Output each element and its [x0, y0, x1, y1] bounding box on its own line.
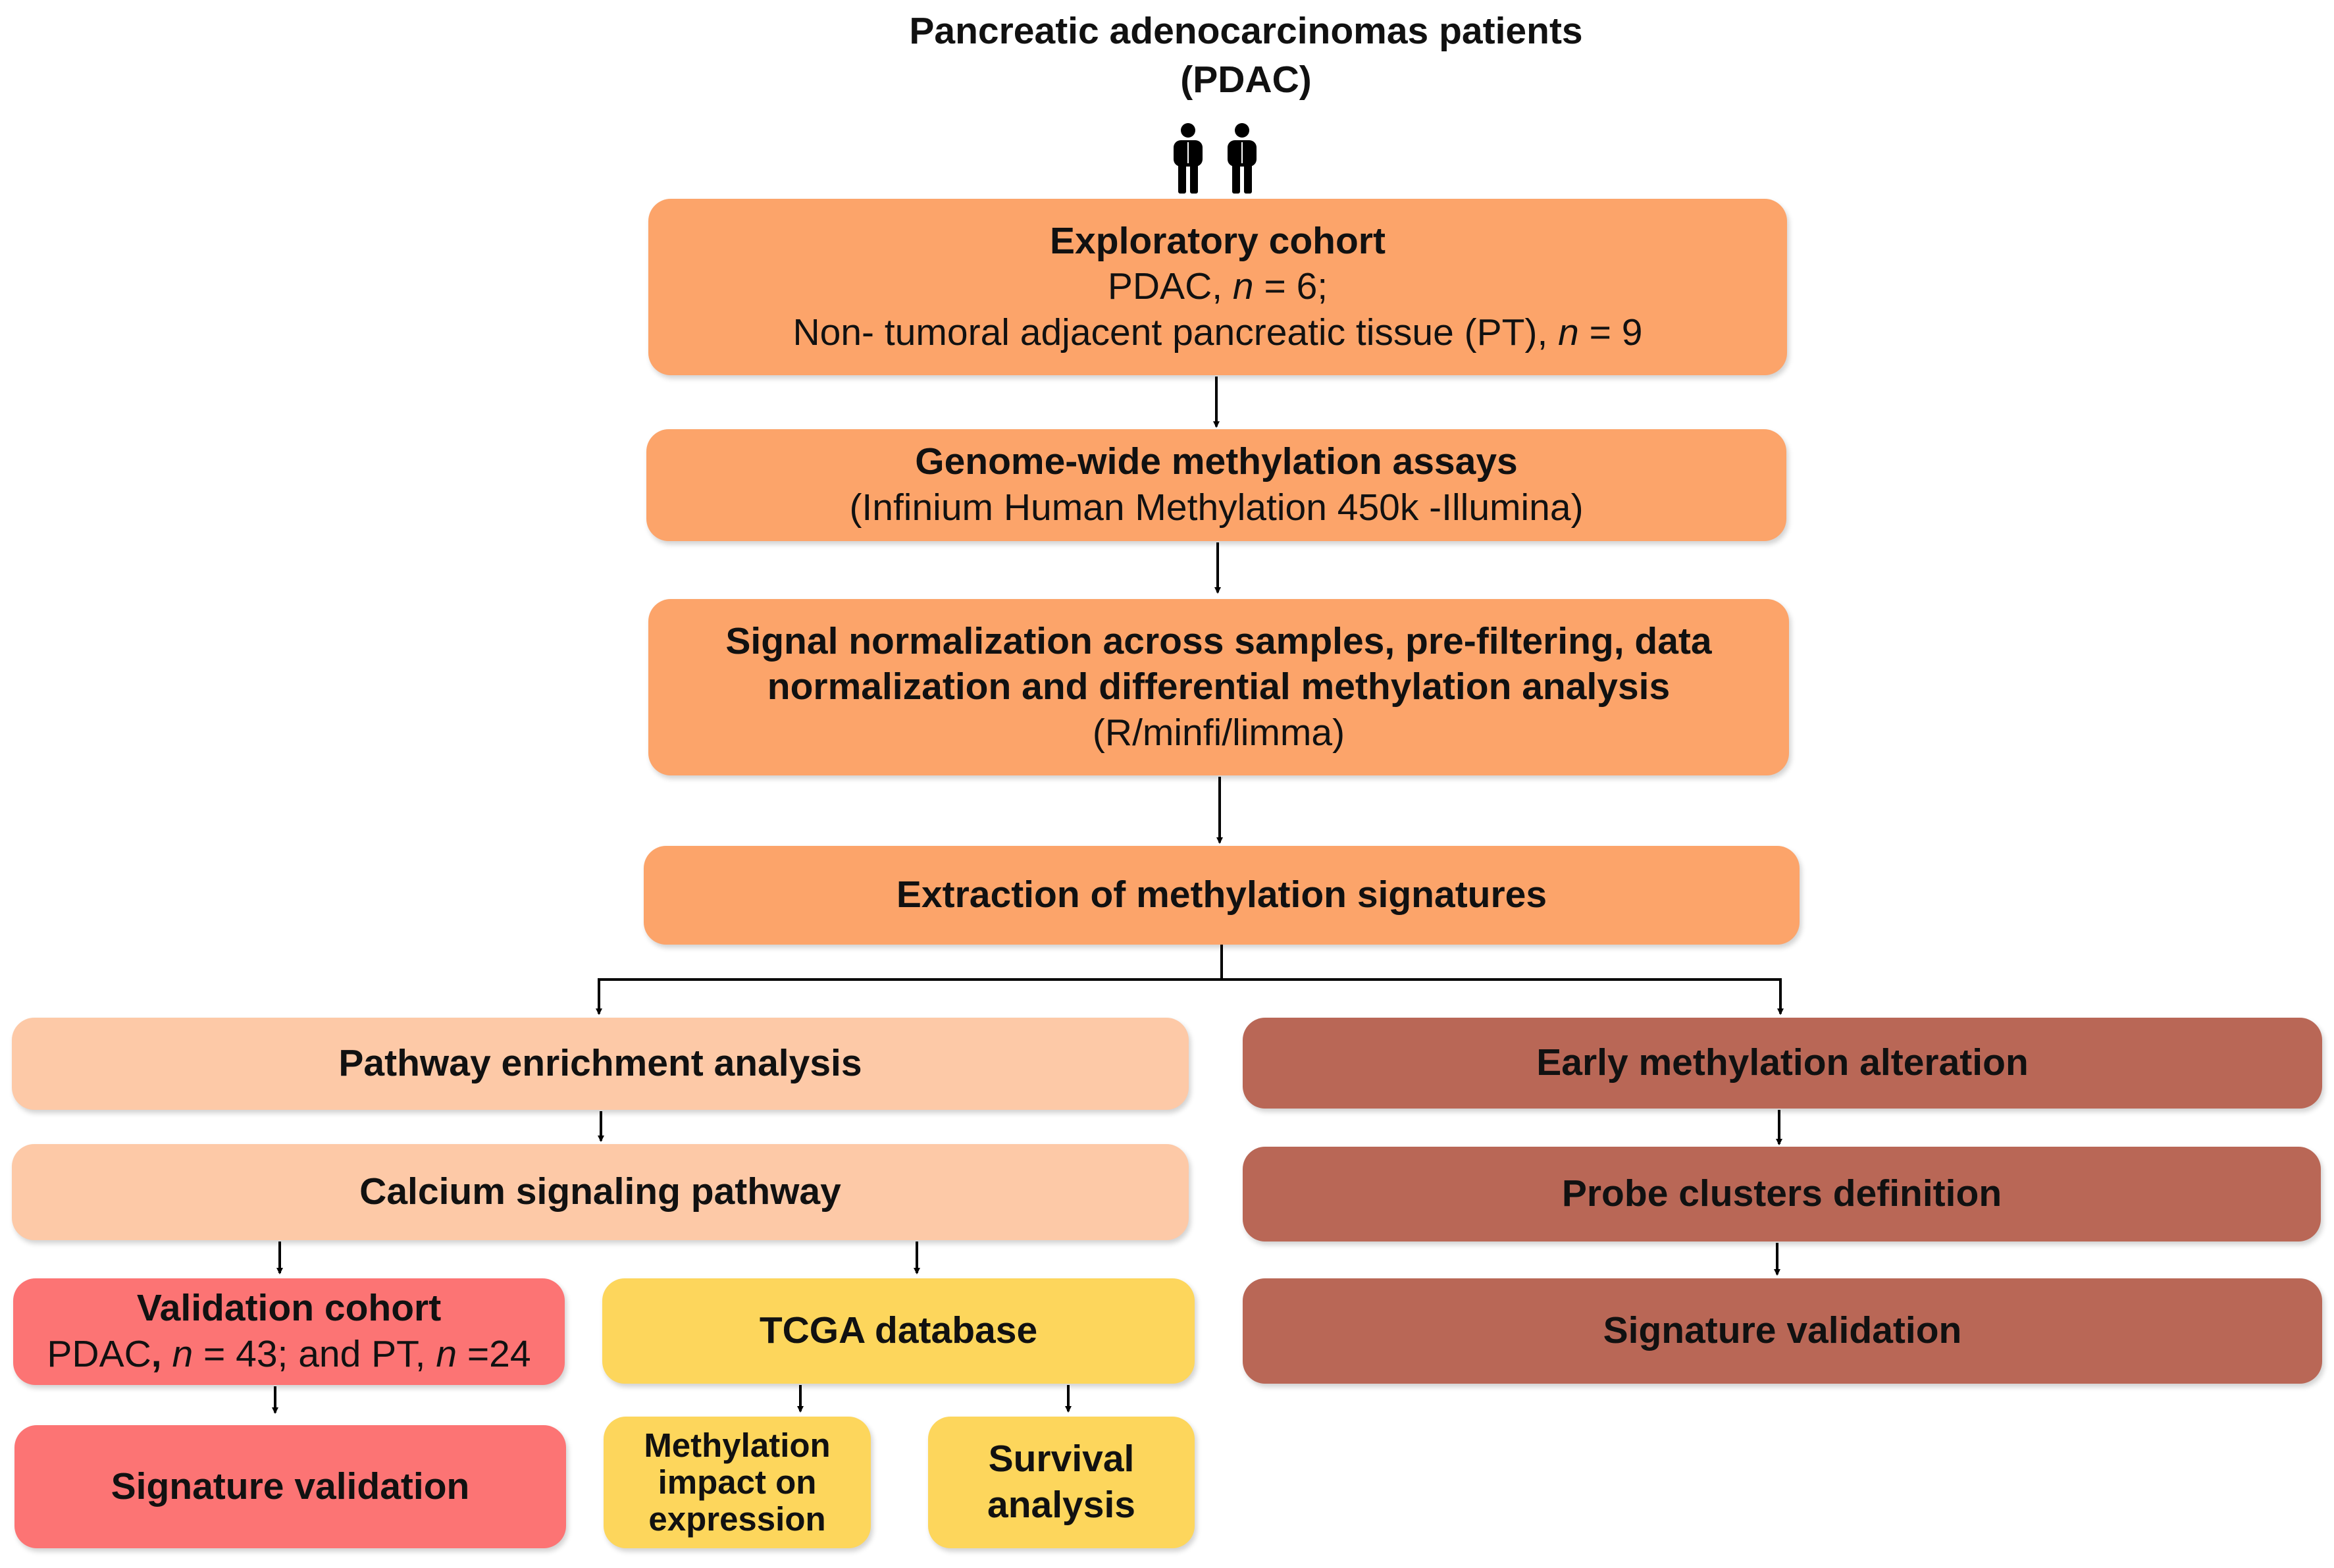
genome-wide-assays-title: Genome-wide methylation assays	[915, 440, 1518, 483]
person-icon	[1174, 123, 1203, 194]
signature-validation-right-title: Signature validation	[1603, 1309, 1962, 1352]
diagram-title-line2: (PDAC)	[1180, 59, 1312, 101]
genome-wide-assays-box: Genome-wide methylation assays (Infinium…	[646, 429, 1786, 541]
pathway-enrichment-title: Pathway enrichment analysis	[338, 1042, 862, 1085]
methylation-impact-box: Methylation impact on expression	[604, 1417, 871, 1548]
person-icon	[1228, 123, 1257, 194]
normalization-tools: (R/minfi/limma)	[1092, 711, 1345, 754]
exploratory-cohort-title: Exploratory cohort	[1050, 219, 1386, 262]
methylation-impact-line2: impact on	[658, 1463, 817, 1501]
exploratory-cohort-box: Exploratory cohort PDAC, n = 6; Non- tum…	[648, 199, 1787, 375]
survival-analysis-line1: Survival	[988, 1438, 1135, 1480]
calcium-signaling-box: Calcium signaling pathway	[12, 1144, 1189, 1240]
survival-analysis-line2: analysis	[987, 1484, 1135, 1526]
signature-validation-left-title: Signature validation	[111, 1465, 470, 1507]
validation-cohort-title: Validation cohort	[136, 1287, 442, 1330]
probe-clusters-title: Probe clusters definition	[1561, 1172, 2002, 1215]
tcga-database-box: TCGA database	[602, 1278, 1195, 1384]
exploratory-pdac-count: PDAC, n = 6;	[1107, 265, 1328, 308]
survival-analysis-box: Survival analysis	[928, 1417, 1195, 1548]
signature-extraction-box: Extraction of methylation signatures	[644, 846, 1800, 945]
calcium-signaling-title: Calcium signaling pathway	[359, 1170, 841, 1213]
early-alteration-title: Early methylation alteration	[1536, 1041, 2029, 1084]
normalization-title-line2: normalization and differential methylati…	[767, 666, 1671, 708]
signature-extraction-title: Extraction of methylation signatures	[896, 874, 1547, 916]
methylation-impact-line3: expression	[648, 1500, 826, 1538]
signature-validation-right-box: Signature validation	[1243, 1278, 2322, 1384]
normalization-title-line1: Signal normalization across samples, pre…	[725, 619, 1712, 662]
methylation-impact-line1: Methylation	[644, 1426, 831, 1464]
pathway-enrichment-box: Pathway enrichment analysis	[12, 1018, 1189, 1110]
probe-clusters-box: Probe clusters definition	[1243, 1147, 2321, 1241]
exploratory-pt-count: Non- tumoral adjacent pancreatic tissue …	[792, 311, 1643, 353]
tcga-database-title: TCGA database	[759, 1309, 1038, 1352]
genome-wide-assays-platform: (Infinium Human Methylation 450k -Illumi…	[849, 486, 1584, 529]
diagram-title-line1: Pancreatic adenocarcinomas patients	[909, 10, 1583, 52]
normalization-analysis-box: Signal normalization across samples, pre…	[648, 599, 1789, 775]
validation-cohort-counts: PDAC, n = 43; and PT, n =24	[47, 1333, 531, 1375]
signature-validation-left-box: Signature validation	[14, 1425, 566, 1548]
early-alteration-box: Early methylation alteration	[1243, 1018, 2322, 1109]
validation-cohort-box: Validation cohort PDAC, n = 43; and PT, …	[13, 1278, 565, 1385]
